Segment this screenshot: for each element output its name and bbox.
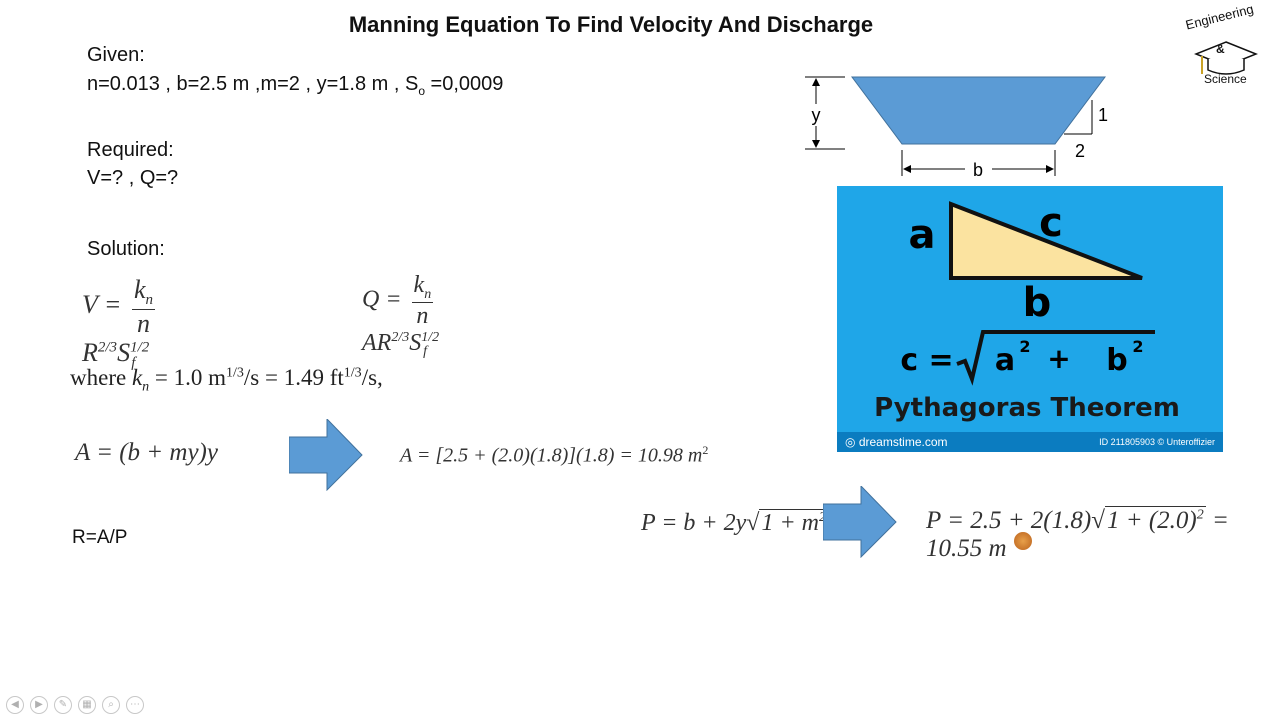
logo-line2: &	[1216, 42, 1225, 56]
formula-plus: +	[1047, 342, 1070, 375]
width-label: b	[973, 160, 983, 180]
perimeter-calc-radicand: 1 + (2.0)	[1106, 507, 1197, 534]
where-si: = 1.0 m	[149, 365, 227, 390]
where-end: /s,	[361, 365, 383, 390]
q-s-sub: f	[423, 344, 427, 360]
stock-source-text: dreamstime.com	[858, 435, 948, 449]
n-denominator: n	[136, 308, 150, 338]
kn-definition: where kn = 1.0 m1/3/s = 1.49 ft1/3/s,	[70, 365, 383, 396]
prev-icon[interactable]: ◀	[6, 696, 24, 714]
stock-id: ID 211805903 © Unteroffizier	[1099, 437, 1215, 447]
where-si-exp: 1/3	[226, 365, 244, 381]
where-text: where	[70, 365, 132, 390]
engineering-science-logo: Engineering & Science	[1180, 1, 1275, 94]
slide-title: Manning Equation To Find Velocity And Di…	[348, 12, 874, 37]
r-term: R	[82, 338, 98, 368]
perimeter-calc-result: = 10.55 m	[926, 507, 1229, 562]
perimeter-formula-text: P = b + 2y	[641, 510, 747, 536]
kn-sub: n	[145, 292, 154, 309]
q-s-exp: 1/2	[421, 329, 440, 345]
side-b-label: b	[1023, 280, 1052, 326]
s-sub: f	[131, 355, 136, 372]
hydraulic-radius-formula: R=A/P	[72, 527, 128, 548]
pythagoras-triangle: a c b c = a 2 + b 2 Pythagoras Theorem	[874, 200, 1180, 423]
perimeter-radicand: 1 + m	[761, 510, 819, 536]
formula-b-exp: 2	[1132, 337, 1143, 356]
formula-b: b	[1106, 343, 1127, 378]
depth-label: y	[812, 105, 821, 125]
where-us-exp: 1/3	[343, 365, 362, 381]
side-c-label: c	[1039, 200, 1063, 246]
channel-cross-section: y 1 2 b	[805, 76, 1108, 180]
arrow-right-icon-2	[823, 486, 897, 558]
slides-icon[interactable]: ▦	[78, 696, 96, 714]
solution-label: Solution:	[87, 238, 165, 260]
velocity-equation: V = kn n R2/3S1/2f	[82, 275, 212, 372]
where-us: /s = 1.49 ft	[243, 365, 344, 390]
area-calc-text: A = [2.5 + (2.0)(1.8)](1.8) = 10.98 m	[400, 444, 703, 467]
slope-vertical-label: 1	[1098, 105, 1108, 125]
q-kn: k	[413, 272, 425, 298]
area-calc-exp: 2	[702, 443, 709, 457]
q-kn-over-n: kn n	[411, 272, 434, 330]
q-s-term: S	[409, 329, 422, 356]
given-sub: o	[418, 84, 425, 98]
pythagoras-caption: Pythagoras Theorem	[874, 393, 1180, 423]
kn-over-n: kn n	[131, 275, 156, 338]
area-formula: A = (b + my)y	[75, 439, 218, 466]
zoom-icon[interactable]: ⌕	[102, 696, 120, 714]
more-icon[interactable]: ⋯	[126, 696, 144, 714]
slope-horizontal-label: 2	[1075, 141, 1085, 161]
arrow-right-icon	[289, 419, 363, 491]
side-a-label: a	[909, 212, 936, 258]
pythagoras-image: a c b c = a 2 + b 2 Pythagoras Theorem ◎…	[837, 186, 1223, 452]
formula-a: a	[995, 343, 1015, 378]
q-lhs: Q =	[362, 286, 402, 313]
perimeter-formula: P = b + 2y√1 + m2	[641, 509, 828, 536]
area-calculation: A = [2.5 + (2.0)(1.8)](1.8) = 10.98 m2	[400, 443, 708, 468]
stock-source: ◎ dreamstime.com	[845, 435, 948, 449]
q-kn-sub: n	[424, 286, 432, 302]
q-n-denominator: n	[416, 303, 429, 330]
r-exp: 2/3	[97, 339, 118, 356]
perimeter-exp: 2	[818, 510, 826, 525]
s-term: S	[117, 338, 131, 368]
formula-c-eq: c =	[900, 343, 953, 378]
kn: k	[133, 275, 146, 304]
graduation-cap-icon	[1194, 41, 1258, 75]
formula-a-exp: 2	[1019, 337, 1030, 356]
perimeter-calc-exp: 2	[1196, 507, 1204, 523]
stock-footer: ◎ dreamstime.com ID 211805903 © Unteroff…	[837, 432, 1223, 452]
laser-pointer-cursor	[1014, 532, 1032, 550]
s-exp: 1/2	[130, 339, 150, 356]
logo-line1: Engineering	[1184, 1, 1255, 33]
given-values: n=0.013 , b=2.5 m ,m=2 , y=1.8 m , So =0…	[87, 71, 503, 104]
required-label: Required:	[87, 139, 174, 161]
v-lhs: V =	[82, 290, 122, 320]
q-ar: AR	[362, 329, 392, 356]
perimeter-calc-text: P = 2.5 + 2(1.8)	[926, 507, 1092, 534]
where-kn-sub: n	[142, 379, 150, 395]
given-text: n=0.013 , b=2.5 m ,m=2 , y=1.8 m , S	[87, 73, 419, 95]
logo-line3: Science	[1204, 72, 1247, 86]
q-r-exp: 2/3	[391, 329, 410, 345]
given-label: Given:	[87, 44, 145, 66]
given-tail: =0,0009	[425, 73, 504, 95]
slideshow-controls: ◀ ▶ ✎ ▦ ⌕ ⋯	[6, 694, 150, 714]
where-kn: k	[131, 365, 143, 390]
pen-icon[interactable]: ✎	[54, 696, 72, 714]
required-values: V=? , Q=?	[87, 167, 179, 189]
next-icon[interactable]: ▶	[30, 696, 48, 714]
discharge-equation: Q = kn n AR2/3S1/2f	[362, 272, 502, 360]
perimeter-calculation: P = 2.5 + 2(1.8)√1 + (2.0)2 = 10.55 m	[926, 506, 1229, 562]
